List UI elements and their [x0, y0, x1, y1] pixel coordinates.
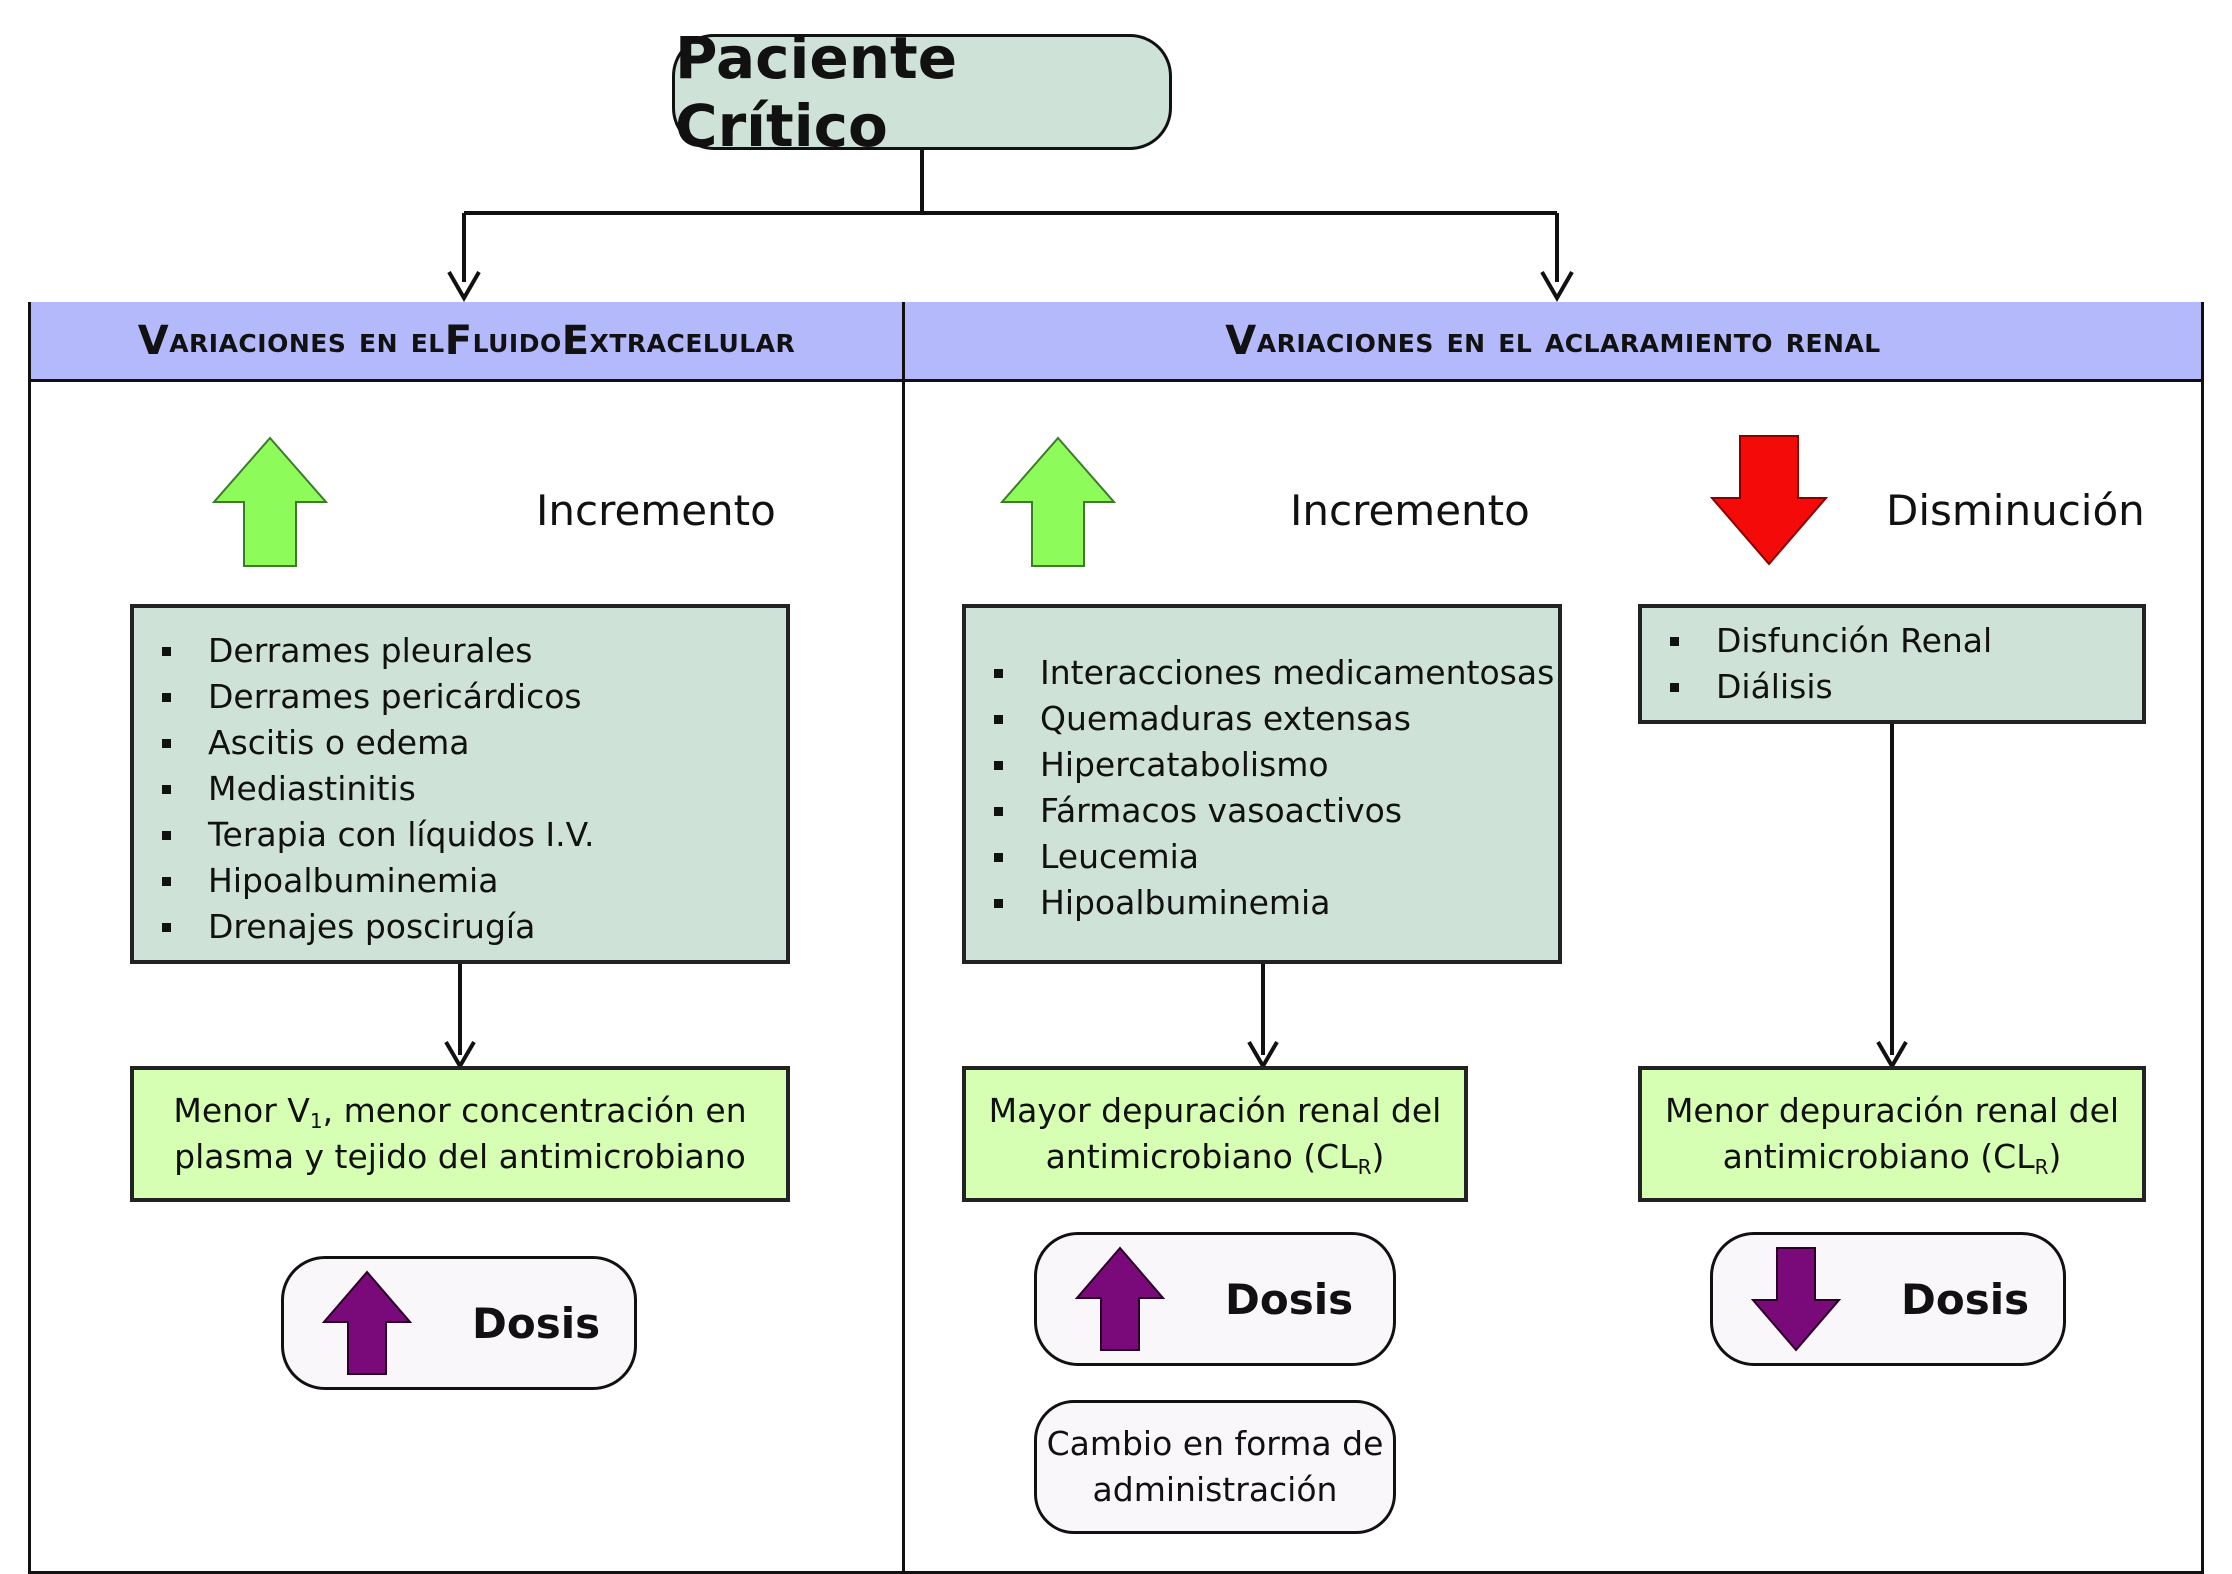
column-divider — [902, 302, 905, 1574]
left-header-initial: V — [137, 317, 170, 364]
middle-result-b: ) — [1371, 1137, 1385, 1176]
left-result-line1: Menor V1, menor concentración en — [134, 1088, 786, 1134]
left-dose-box: Dosis — [281, 1256, 637, 1390]
right-result-b: ) — [2048, 1137, 2062, 1176]
list-item: Drenajes poscirugía — [134, 904, 786, 950]
list-item: Ascitis o edema — [134, 720, 786, 766]
change-line2: administración — [1092, 1470, 1338, 1509]
left-header-initial-e: E — [561, 317, 590, 364]
left-header-initial-f: F — [444, 317, 473, 364]
green-up-arrow-icon — [1000, 436, 1116, 567]
middle-result-box: Mayor depuración renal del antimicrobian… — [962, 1066, 1468, 1202]
right-trend-label: Disminución — [1886, 486, 2145, 535]
middle-result-sub: R — [1357, 1155, 1372, 1179]
list-item: Derrames pleurales — [134, 628, 786, 674]
left-dose-label: Dosis — [472, 1298, 601, 1348]
list-item: Leucemia — [966, 834, 1558, 880]
diagram-title: Paciente Crítico — [672, 24, 1172, 160]
right-header-text: ariaciones en el aclaramiento renal — [1256, 320, 1881, 361]
list-item: Hipoalbuminemia — [966, 880, 1558, 926]
left-header-text: ariaciones en el — [169, 320, 445, 361]
middle-trend-label: Incremento — [1290, 486, 1530, 535]
middle-result-a: antimicrobiano (CL — [1045, 1137, 1358, 1176]
left-header-text-3: xtracelular — [589, 320, 796, 361]
list-item: Interacciones medicamentosas — [966, 650, 1558, 696]
left-result-sub: 1 — [309, 1109, 323, 1133]
right-header-initial: V — [1225, 317, 1257, 364]
list-item: Diálisis — [1642, 664, 2142, 710]
arrowhead-left — [447, 271, 481, 303]
list-item: Terapia con líquidos I.V. — [134, 812, 786, 858]
administration-change-box: Cambio en forma de administración — [1034, 1400, 1396, 1534]
list-item: Disfunción Renal — [1642, 618, 2142, 664]
middle-result-line2: antimicrobiano (CLR) — [966, 1134, 1464, 1180]
right-result-line2: antimicrobiano (CLR) — [1642, 1134, 2142, 1180]
list-item: Mediastinitis — [134, 766, 786, 812]
middle-dose-label: Dosis — [1225, 1274, 1354, 1324]
right-dose-box: Dosis — [1710, 1232, 2066, 1366]
left-trend-label: Incremento — [536, 486, 776, 535]
left-result-line2: plasma y tejido del antimicrobiano — [174, 1137, 746, 1176]
list-item: Hipoalbuminemia — [134, 858, 786, 904]
right-result-box: Menor depuración renal del antimicrobian… — [1638, 1066, 2146, 1202]
arrowhead-right — [1540, 271, 1574, 303]
right-result-a: antimicrobiano (CL — [1722, 1137, 2035, 1176]
middle-result-line1: Mayor depuración renal del — [988, 1091, 1442, 1130]
purple-up-arrow-icon — [322, 1270, 412, 1375]
middle-dose-box: Dosis — [1034, 1232, 1396, 1366]
purple-down-arrow-icon — [1751, 1247, 1841, 1352]
diagram-title-text: Paciente Crítico — [675, 24, 958, 160]
left-result-a: Menor V — [173, 1091, 310, 1130]
right-result-line1: Menor depuración renal del — [1664, 1091, 2120, 1130]
change-line1: Cambio en forma de — [1046, 1424, 1384, 1463]
list-item: Derrames pericárdicos — [134, 674, 786, 720]
list-item: Fármacos vasoactivos — [966, 788, 1558, 834]
green-up-arrow-icon — [212, 436, 328, 567]
list-item: Hipercatabolismo — [966, 742, 1558, 788]
red-down-arrow-icon — [1710, 435, 1828, 566]
left-header-text-2: luido — [472, 320, 562, 361]
left-result-b: , menor concentración en — [322, 1091, 747, 1130]
right-dose-label: Dosis — [1901, 1274, 2030, 1324]
right-result-sub: R — [2034, 1155, 2049, 1179]
list-item: Quemaduras extensas — [966, 696, 1558, 742]
left-result-box: Menor V1, menor concentración en plasma … — [130, 1066, 790, 1202]
purple-up-arrow-icon — [1075, 1246, 1165, 1351]
